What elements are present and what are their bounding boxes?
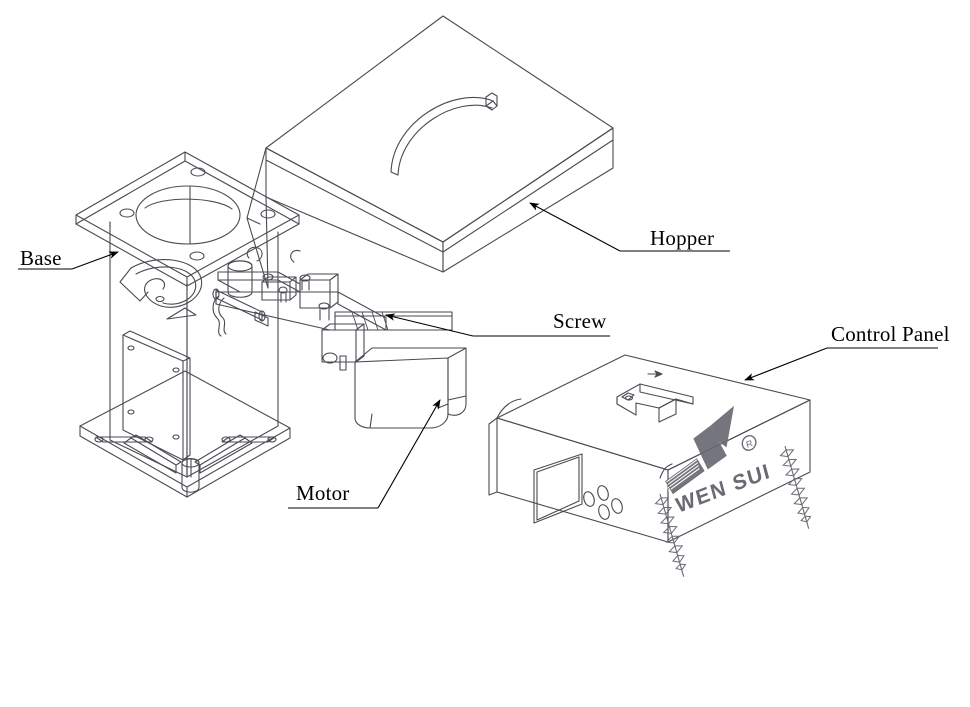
screw-part (212, 246, 453, 371)
hopper-part (246, 15, 614, 289)
base-part (75, 151, 300, 498)
callout-label-screw[interactable]: Screw (553, 309, 607, 333)
callout-label-motor[interactable]: Motor (296, 481, 350, 505)
motor-part (354, 347, 467, 429)
callout-label-hopper[interactable]: Hopper (650, 226, 715, 250)
brand-logo: R WEN SUI (665, 405, 773, 518)
callout-label-base[interactable]: Base (20, 246, 62, 270)
svg-text:R: R (745, 438, 754, 450)
control-panel-part (488, 354, 811, 543)
callout-label-control-panel[interactable]: Control Panel (831, 322, 950, 346)
